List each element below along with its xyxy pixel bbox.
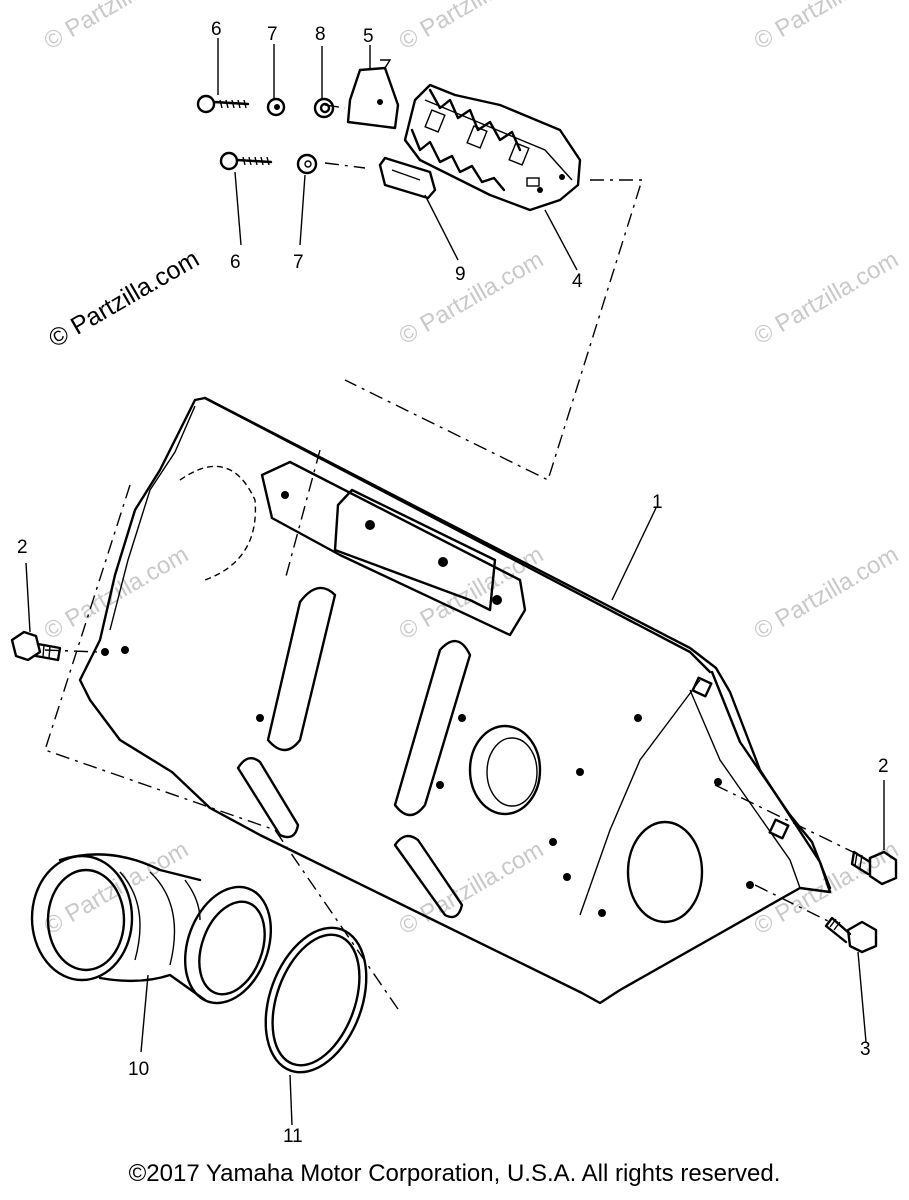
part-10-boot bbox=[30, 853, 273, 1005]
part-9-clip bbox=[378, 156, 437, 200]
watermark: © Partzilla.com bbox=[395, 836, 549, 940]
callout-7-lower: 7 bbox=[293, 252, 304, 273]
watermark: © Partzilla.com bbox=[395, 541, 549, 645]
watermark: © Partzilla.com bbox=[40, 541, 194, 645]
hole bbox=[365, 520, 375, 530]
watermark: © Partzilla.com bbox=[395, 0, 549, 55]
callout-2-left: 2 bbox=[17, 537, 28, 558]
part-1-plate bbox=[78, 396, 832, 1005]
watermark: © Partzilla.com bbox=[750, 0, 904, 55]
callout-leaders bbox=[25, 38, 885, 1126]
part-5-bracket bbox=[346, 59, 400, 130]
part-2-bolt-left bbox=[10, 630, 62, 662]
watermark-dark: © Partzilla.com bbox=[44, 245, 204, 353]
part-7-washer-lower bbox=[296, 153, 318, 175]
assembly-lines bbox=[44, 104, 856, 1013]
callout-8: 8 bbox=[315, 24, 326, 45]
callout-labels: 1 2 2 3 4 5 6 6 7 7 8 9 10 11 bbox=[17, 19, 889, 1147]
watermark-layer: © Partzilla.com © Partzilla.com © Partzi… bbox=[40, 0, 904, 940]
callout-9: 9 bbox=[455, 264, 466, 285]
part-11-o-ring bbox=[264, 926, 368, 1074]
callout-10: 10 bbox=[128, 1059, 149, 1080]
part-4-cover bbox=[403, 83, 582, 212]
callout-7-upper: 7 bbox=[267, 24, 278, 45]
callout-11: 11 bbox=[283, 1126, 303, 1147]
hole bbox=[438, 557, 448, 567]
callout-4: 4 bbox=[572, 271, 583, 292]
intake-opening bbox=[468, 724, 542, 816]
callout-1: 1 bbox=[652, 492, 663, 513]
part-2-bolt-right bbox=[850, 850, 898, 886]
part-8-nut bbox=[313, 97, 335, 119]
watermark: © Partzilla.com bbox=[750, 541, 904, 645]
watermark: © Partzilla.com bbox=[395, 246, 549, 350]
callout-3: 3 bbox=[860, 1039, 871, 1060]
part-6-screw-lower bbox=[219, 151, 273, 171]
side-opening bbox=[626, 820, 704, 924]
hole bbox=[492, 595, 502, 605]
watermark: © Partzilla.com bbox=[750, 246, 904, 350]
hole bbox=[281, 491, 289, 499]
watermark: © Partzilla.com bbox=[40, 0, 194, 55]
part-3-bolt bbox=[824, 916, 878, 954]
callout-2-right: 2 bbox=[878, 756, 889, 777]
callout-5: 5 bbox=[363, 26, 374, 47]
part-7-washer-upper bbox=[266, 97, 286, 117]
copyright-text: ©2017 Yamaha Motor Corporation, U.S.A. A… bbox=[128, 1160, 781, 1187]
callout-6-upper: 6 bbox=[211, 19, 222, 40]
part-6-screw-upper bbox=[196, 94, 250, 114]
callout-6-lower: 6 bbox=[230, 252, 241, 273]
